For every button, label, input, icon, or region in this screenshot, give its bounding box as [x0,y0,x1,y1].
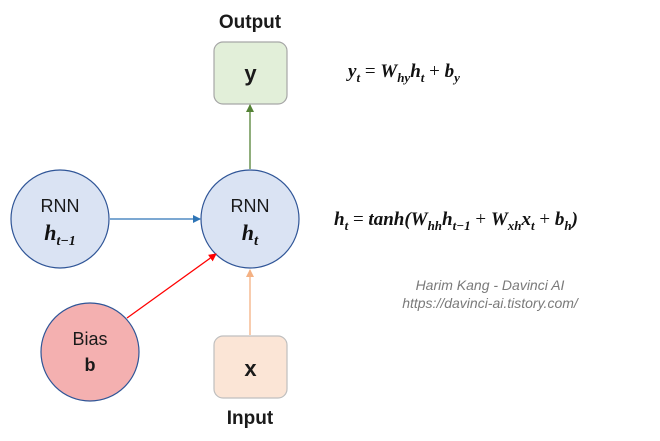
rnn-current-state: ht [242,220,259,249]
rnn-current-node [200,169,300,269]
input-title: Input [227,408,274,429]
bias-node [40,302,140,402]
credit-url: https://davinci-ai.tistory.com/ [402,295,578,311]
rnn-current-title: RNN [231,196,270,216]
rnn-prev-node [10,169,110,269]
bias-arrow [126,253,217,319]
hidden-state-equation: ht = tanh(Whhht−1 + Wxhxt + bh) [334,209,578,233]
output-equation: yt = Whyht + by [346,61,460,85]
input-node-label: x [244,356,257,381]
rnn-prev-title: RNN [41,196,80,216]
credit-author: Harim Kang - Davinci AI [415,277,565,293]
rnn-prev-state: ht−1 [44,220,76,249]
bias-symbol: b [85,355,96,375]
output-node-label: y [244,61,257,86]
bias-title: Bias [72,329,107,349]
input-node-box [213,335,288,399]
output-title: Output [219,12,282,33]
